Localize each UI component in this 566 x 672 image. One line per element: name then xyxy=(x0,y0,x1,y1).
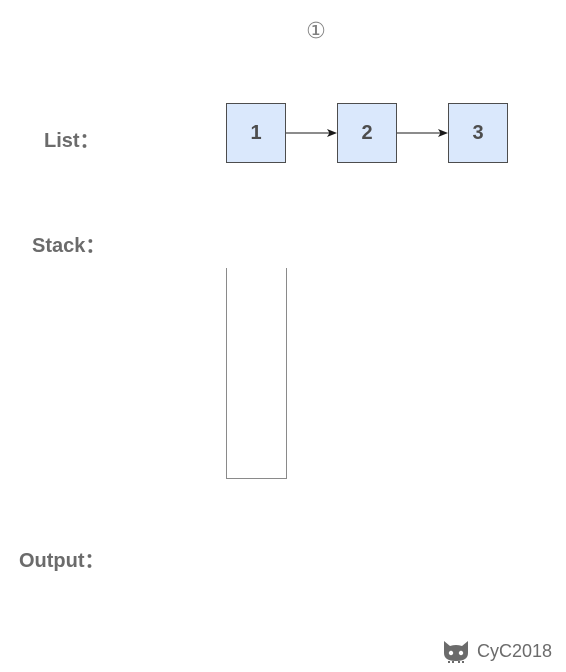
output-label: Output： xyxy=(19,550,105,572)
list-node-1: 1 xyxy=(226,103,286,163)
list-node-2: 2 xyxy=(337,103,397,163)
watermark: CyC2018 xyxy=(441,639,552,663)
list-node-3: 3 xyxy=(448,103,508,163)
step-number: ① xyxy=(306,19,326,44)
list-label: List： xyxy=(44,130,100,152)
watermark-text: CyC2018 xyxy=(477,640,553,661)
stack-label: Stack： xyxy=(32,235,106,257)
stack-container xyxy=(226,268,287,479)
octocat-icon xyxy=(444,641,468,663)
